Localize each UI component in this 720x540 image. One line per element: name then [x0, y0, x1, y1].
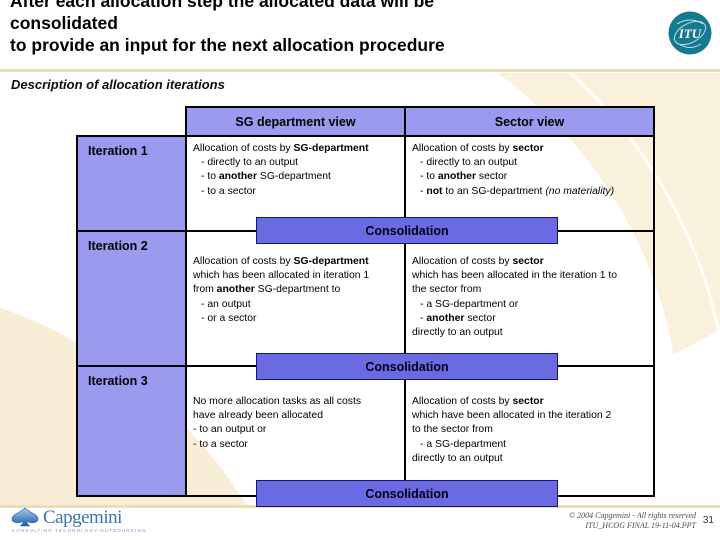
slide-subtitle: Description of allocation iterations	[11, 77, 225, 92]
capgemini-spade-icon	[11, 507, 39, 527]
title-line: consolidated	[10, 13, 118, 33]
cell-line: which has been allocated in iteration 1	[193, 270, 370, 282]
title-line: After each allocation step the allocated…	[10, 0, 434, 11]
footer-filename: ITU_HCOG FINAL 19-11-04.PPT	[585, 520, 696, 530]
cell-line: directly to an output	[412, 452, 503, 464]
cell-iteration-3-sector: Allocation of costs by sector which have …	[404, 365, 655, 497]
capgemini-tagline: CONSULTING.TECHNOLOGY.OUTSOURCING	[12, 528, 147, 533]
cell-line: - to a sector	[201, 185, 256, 197]
header-cell-sector-view: Sector view	[404, 106, 655, 137]
consolidation-box-1: Consolidation	[256, 217, 558, 244]
cell-line: directly to an output	[412, 327, 503, 339]
cell-line: No more allocation tasks as all costs	[193, 396, 362, 407]
cell-line: - to another SG-department	[201, 171, 331, 183]
cell-line: - or a sector	[201, 312, 257, 324]
title-line: to provide an input for the next allocat…	[10, 35, 445, 55]
cell-line: which have been allocated in the iterati…	[412, 410, 612, 422]
cell-line: Allocation of costs by SG-department	[193, 143, 369, 154]
cell-line: have already been allocated	[193, 410, 323, 422]
page-number: 31	[702, 515, 714, 526]
cell-line: - another sector	[420, 312, 496, 324]
cell-line: which has been allocated in the iteratio…	[412, 270, 618, 282]
cell-line: - to an output or	[193, 424, 267, 436]
iteration-3-label: Iteration 3	[76, 365, 187, 497]
cell-line: - an output	[201, 298, 251, 310]
iteration-1-label: Iteration 1	[76, 135, 187, 232]
cell-line: to the sector from	[412, 424, 493, 436]
cell-iteration-3-sg: No more allocation tasks as all costs hav…	[185, 365, 406, 497]
cell-line: - to another sector	[420, 171, 508, 183]
cell-line: - directly to an output	[420, 157, 518, 169]
cell-line: - a SG-department or	[420, 298, 519, 310]
title-separator-line	[0, 69, 720, 72]
consolidation-box-2: Consolidation	[256, 353, 558, 380]
cell-iteration-2-sector: Allocation of costs by sector which has b…	[404, 230, 655, 367]
cell-line: - directly to an output	[201, 157, 299, 169]
cell-line: Allocation of costs by sector	[412, 396, 544, 407]
cell-line: from another SG-department to	[193, 284, 341, 296]
cell-line: - to a sector	[193, 438, 248, 450]
iteration-2-label: Iteration 2	[76, 230, 187, 367]
cell-line: - not to an SG-department (no materialit…	[420, 185, 615, 197]
cell-line: Allocation of costs by SG-department	[193, 256, 369, 267]
itu-logo: ITU	[667, 10, 713, 56]
header-cell-sg-department-view: SG department view	[185, 106, 406, 137]
svg-text:ITU: ITU	[678, 26, 702, 41]
cell-line: Allocation of costs by sector	[412, 143, 544, 154]
capgemini-wordmark: Capgemini	[43, 506, 122, 528]
slide-title: After each allocation step the allocated…	[10, 0, 650, 56]
cell-iteration-2-sg: Allocation of costs by SG-department whic…	[185, 230, 406, 367]
footer-text: © 2004 Capgemini - All rights reserved I…	[476, 511, 696, 530]
capgemini-logo: Capgemini CONSULTING.TECHNOLOGY.OUTSOURC…	[10, 507, 147, 533]
cell-line: the sector from	[412, 284, 482, 296]
consolidation-box-3: Consolidation	[256, 480, 558, 507]
cell-line: - a SG-department	[420, 438, 507, 450]
footer-copyright: © 2004 Capgemini - All rights reserved	[569, 511, 696, 520]
itu-globe-icon: ITU	[668, 11, 712, 55]
cell-line: Allocation of costs by sector	[412, 256, 544, 267]
